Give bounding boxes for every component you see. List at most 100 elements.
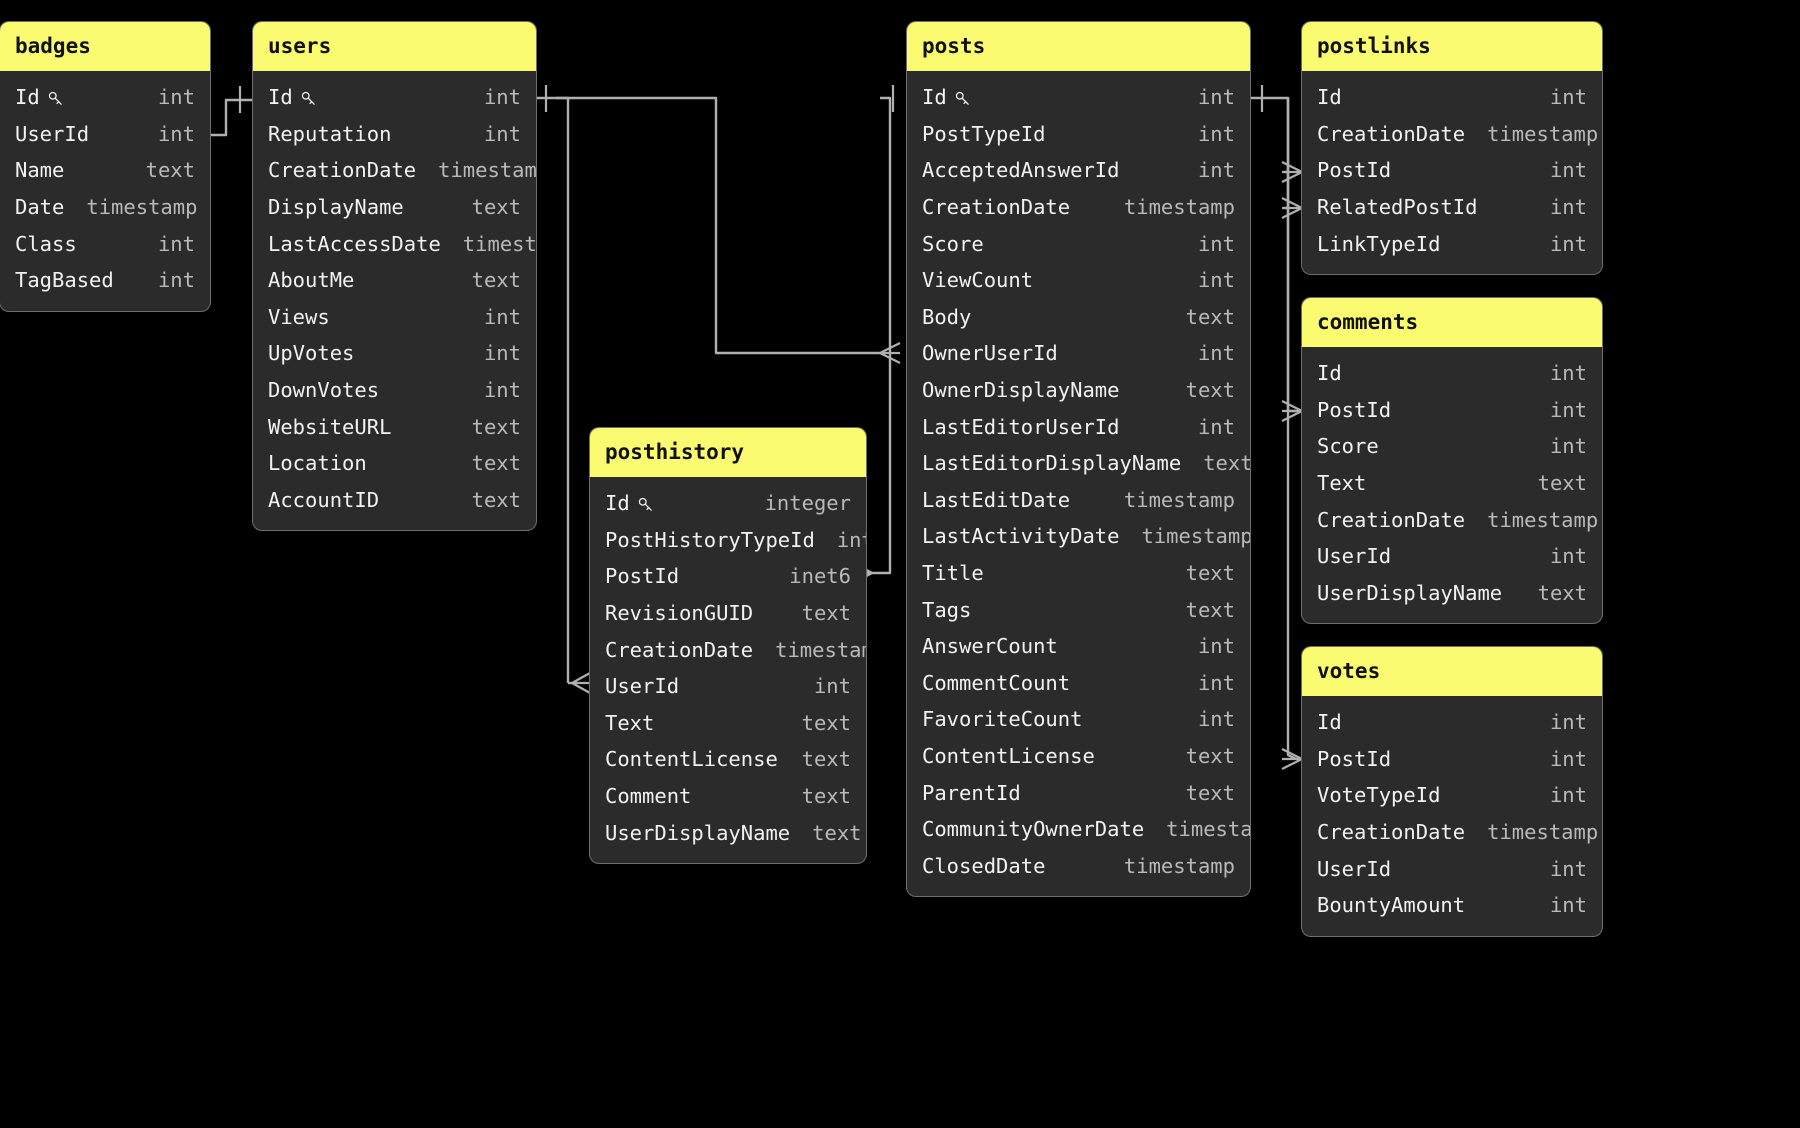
field-name: CommentCount	[922, 671, 1070, 695]
field-row[interactable]: LastAccessDatetimestamp	[253, 225, 536, 262]
edge-badges-userid-users-id	[210, 98, 253, 137]
field-type: int	[1197, 707, 1235, 732]
field-name: UserId	[1317, 544, 1391, 568]
field-type: int	[157, 268, 195, 293]
edge-posthistory-userid-users-id	[556, 96, 570, 683]
field-type: text	[1537, 580, 1587, 605]
field-name-label: LastEditorDisplayName	[922, 451, 1182, 476]
field-type: int	[483, 304, 521, 329]
field-type: text	[1185, 378, 1235, 403]
table-title-comments: comments	[1302, 298, 1602, 347]
field-name-label: AboutMe	[268, 268, 355, 293]
table-fields-users: IdintReputationintCreationDatetimestampD…	[253, 71, 536, 530]
table-title-votes: votes	[1302, 647, 1602, 696]
field-name-label: ClosedDate	[922, 853, 1046, 878]
field-name: ClosedDate	[922, 854, 1045, 878]
field-name-label: Title	[922, 561, 984, 586]
table-title-badges: badges	[0, 22, 210, 71]
field-name: CreationDate	[1317, 820, 1465, 844]
field-row[interactable]: CommunityOwnerDatetimestamp	[907, 811, 1250, 848]
field-row[interactable]: PostHistoryTypeIdint	[590, 522, 866, 559]
field-type: text	[145, 158, 195, 183]
table-posthistory[interactable]: posthistoryIdintegerPostHistoryTypeIdint…	[590, 428, 866, 863]
field-type: int	[1549, 434, 1587, 459]
field-type: text	[801, 747, 851, 772]
field-type: text	[471, 487, 521, 512]
field-name: UserId	[1317, 857, 1391, 881]
